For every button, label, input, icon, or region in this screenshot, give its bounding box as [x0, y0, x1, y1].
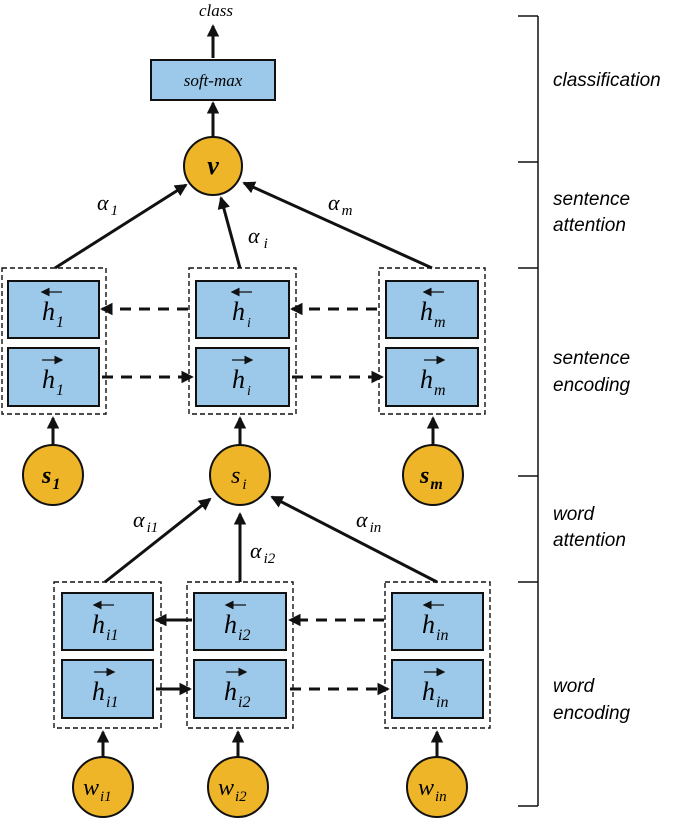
document-vector-node — [183, 136, 243, 196]
section-label-sentence-attention-2: attention — [553, 215, 626, 236]
sentence-encoder-group-m — [378, 267, 486, 415]
word-forward-label-1: hi1 — [92, 667, 118, 711]
section-label-word-attention-1: word — [553, 504, 596, 525]
section-label-word-encoding-2: encoding — [553, 703, 631, 724]
svg-text:hi: hi — [232, 297, 251, 331]
word-node-n — [406, 756, 468, 818]
softmax-label: soft-max — [184, 71, 243, 90]
section-label-sentence-encoding-1: sentence — [553, 348, 630, 369]
svg-text:hin: hin — [422, 610, 448, 644]
svg-text:hi2: hi2 — [224, 677, 250, 711]
svg-text:hin: hin — [422, 677, 448, 711]
word-encoder-group-2 — [186, 581, 294, 729]
word-backward-hidden-2 — [193, 592, 287, 651]
sentence-node-1 — [22, 444, 84, 506]
softmax-layer — [150, 59, 276, 101]
word-forward-label-n: hin — [422, 667, 448, 711]
svg-text:h1: h1 — [42, 365, 64, 399]
sentence-node-i — [209, 444, 271, 506]
word-node-1 — [72, 756, 134, 818]
word-node-n-label: win — [418, 775, 447, 805]
svg-text:hi: hi — [232, 365, 251, 399]
svg-text:hi1: hi1 — [92, 677, 118, 711]
sentence-node-m — [402, 444, 464, 506]
sentence-attention-arrow-1 — [54, 183, 188, 270]
sentence-forward-hidden-i — [195, 347, 290, 407]
svg-text:hi2: hi2 — [224, 610, 250, 644]
sentence-node-1-label: s1 — [41, 463, 60, 493]
sentence-attention-arrow-i — [217, 196, 242, 269]
word-node-2 — [207, 756, 269, 818]
svg-text:hi1: hi1 — [92, 610, 118, 644]
sentence-forward-hidden-1 — [7, 347, 100, 407]
word-backward-label-1: hi1 — [92, 600, 118, 644]
sentence-backward-label-m: hm — [420, 287, 446, 331]
word-backward-label-2: hi2 — [224, 600, 250, 644]
sentence-backward-hidden-m — [385, 280, 479, 339]
word-backward-hidden-n — [391, 592, 484, 651]
svg-text:h1: h1 — [42, 297, 64, 331]
word-node-1-label: wi1 — [83, 775, 112, 805]
word-encoder-group-1 — [53, 581, 162, 729]
section-label-word-attention-2: attention — [553, 530, 626, 551]
word-attention-arrow-1 — [104, 497, 212, 584]
word-node-2-label: wi2 — [218, 775, 247, 805]
section-label-sentence-attention-1: sentence — [553, 189, 630, 210]
svg-text:hm: hm — [420, 365, 446, 399]
section-bracket — [518, 15, 539, 807]
word-backward-hidden-1 — [61, 592, 154, 651]
section-label-sentence-encoding-2: encoding — [553, 375, 631, 396]
section-label-classification: classification — [553, 70, 661, 91]
word-attention-arrow-n — [270, 495, 438, 584]
sentence-node-m-label: sm — [419, 463, 443, 493]
sentence-attention-arrow-m — [242, 181, 433, 270]
word-forward-label-2: hi2 — [224, 667, 250, 711]
word-encoder-group-n — [384, 581, 491, 729]
class-output-label: class — [199, 1, 233, 20]
sentence-forward-label-1: h1 — [42, 355, 64, 399]
section-label-word-encoding-1: word — [553, 676, 596, 697]
sentence-backward-hidden-i — [195, 280, 290, 339]
sentence-backward-label-1: h1 — [40, 287, 64, 331]
sentence-forward-label-m: hm — [420, 355, 446, 399]
sentence-encoder-group-i — [188, 267, 297, 415]
svg-text:hm: hm — [420, 297, 446, 331]
sentence-backward-hidden-1 — [7, 280, 100, 339]
document-vector-label: v — [207, 151, 219, 180]
word-backward-label-n: hin — [422, 600, 448, 644]
sentence-encoder-group-1 — [1, 267, 107, 415]
sentence-forward-hidden-m — [385, 347, 479, 407]
